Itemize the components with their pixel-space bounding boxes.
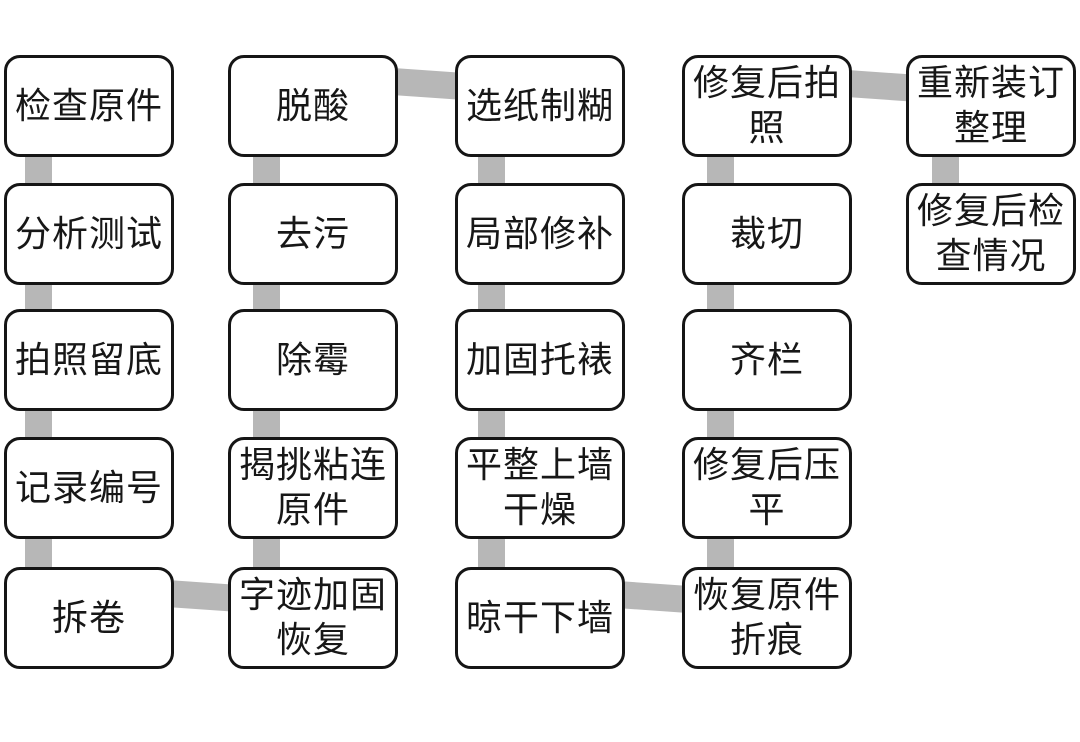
flow-node-label: 齐栏 bbox=[729, 338, 804, 380]
flow-node-label: 平整上墙 干燥 bbox=[465, 444, 614, 530]
flow-node-label: 分析测试 bbox=[14, 212, 163, 254]
flow-node-wall-dry: 平整上墙 干燥 bbox=[455, 437, 625, 539]
flow-node-deacidify: 脱酸 bbox=[228, 55, 398, 157]
flow-node-label: 修复后拍 照 bbox=[692, 62, 841, 148]
flow-node-check-original: 检查原件 bbox=[4, 55, 174, 157]
flow-node-rebind: 重新装订 整理 bbox=[906, 55, 1076, 157]
flow-node-align-columns: 齐栏 bbox=[682, 309, 852, 411]
flow-node-label: 去污 bbox=[275, 212, 350, 254]
flow-node-label: 记录编号 bbox=[14, 466, 163, 508]
flow-node-analyze-test: 分析测试 bbox=[4, 183, 174, 285]
flow-node-label: 晾干下墙 bbox=[465, 596, 614, 638]
flow-node-trim: 裁切 bbox=[682, 183, 852, 285]
flow-node-label: 局部修补 bbox=[465, 212, 614, 254]
flow-node-label: 检查原件 bbox=[14, 84, 163, 126]
flow-node-press-flat: 修复后压 平 bbox=[682, 437, 852, 539]
flow-node-decontaminate: 去污 bbox=[228, 183, 398, 285]
flow-node-label: 拍照留底 bbox=[14, 338, 163, 380]
flow-node-label: 恢复原件 折痕 bbox=[692, 574, 841, 660]
flow-node-separate-stuck: 揭挑粘连 原件 bbox=[228, 437, 398, 539]
flow-node-photo-record: 拍照留底 bbox=[4, 309, 174, 411]
flow-node-local-repair: 局部修补 bbox=[455, 183, 625, 285]
flow-node-photo-after: 修复后拍 照 bbox=[682, 55, 852, 157]
flow-node-restore-crease: 恢复原件 折痕 bbox=[682, 567, 852, 669]
flow-node-label: 拆卷 bbox=[51, 596, 126, 638]
flow-node-label: 脱酸 bbox=[275, 84, 350, 126]
flow-node-remove-mold: 除霉 bbox=[228, 309, 398, 411]
flow-node-record-number: 记录编号 bbox=[4, 437, 174, 539]
flow-node-label: 揭挑粘连 原件 bbox=[238, 444, 387, 530]
flow-node-label: 重新装订 整理 bbox=[916, 62, 1065, 148]
flow-node-label: 修复后检 查情况 bbox=[916, 190, 1065, 276]
flow-node-label: 裁切 bbox=[729, 212, 804, 254]
flow-node-final-check: 修复后检 查情况 bbox=[906, 183, 1076, 285]
flow-node-label: 选纸制糊 bbox=[465, 84, 614, 126]
flow-node-mount-backing: 加固托裱 bbox=[455, 309, 625, 411]
flow-node-label: 修复后压 平 bbox=[692, 444, 841, 530]
flow-node-paper-paste: 选纸制糊 bbox=[455, 55, 625, 157]
flow-node-unroll: 拆卷 bbox=[4, 567, 174, 669]
flow-node-label: 除霉 bbox=[275, 338, 350, 380]
flow-node-take-down: 晾干下墙 bbox=[455, 567, 625, 669]
flow-node-ink-fix: 字迹加固 恢复 bbox=[228, 567, 398, 669]
flow-node-label: 字迹加固 恢复 bbox=[238, 574, 387, 660]
flow-node-label: 加固托裱 bbox=[465, 338, 614, 380]
